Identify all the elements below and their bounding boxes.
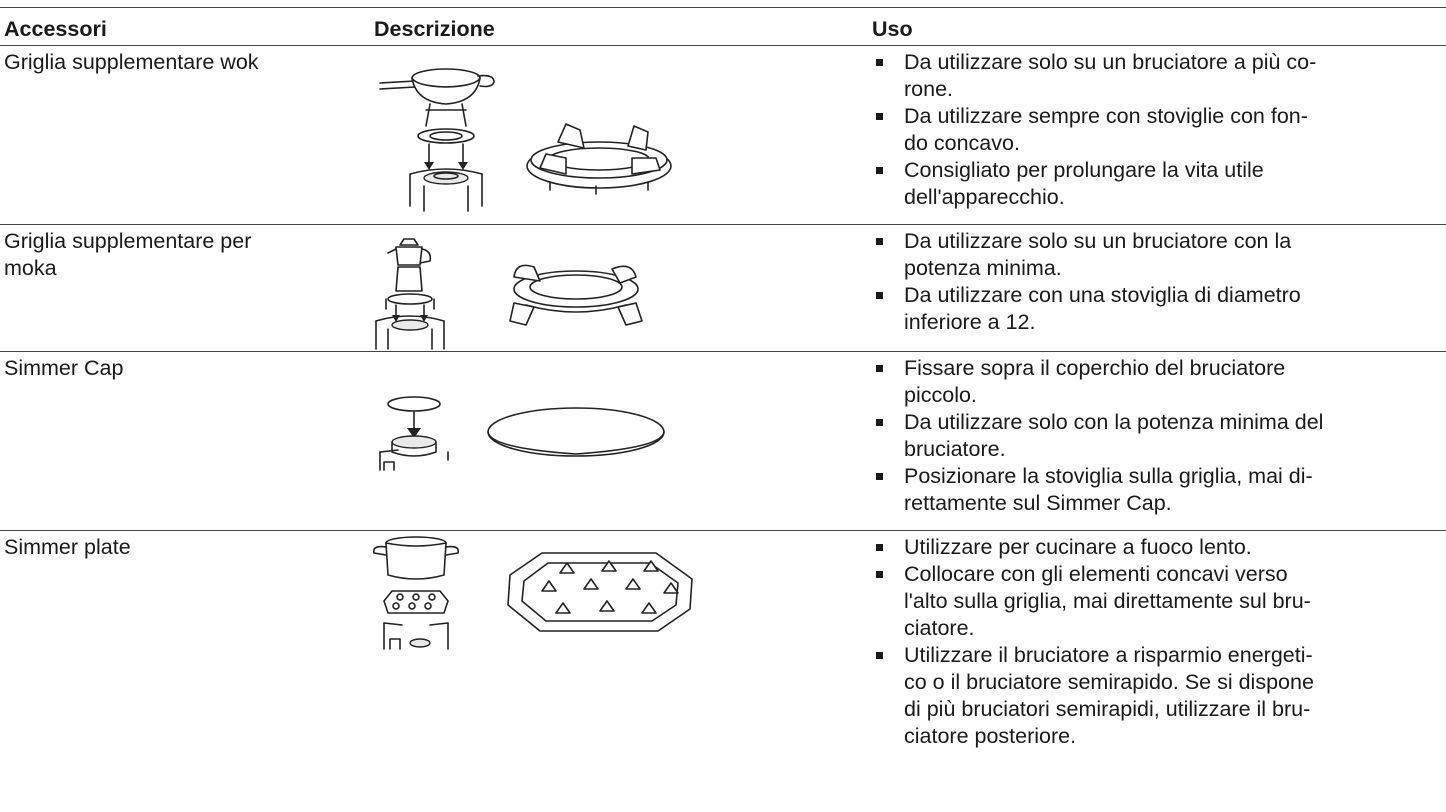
moka-ring-icon bbox=[375, 238, 643, 350]
list-item: Da utilizzare con una stoviglia di diame… bbox=[872, 282, 1446, 336]
accessory-name: Griglia supplementare wok bbox=[0, 45, 370, 225]
list-item: Posizionare la stoviglia sulla griglia, … bbox=[872, 463, 1446, 517]
accessory-name: Simmer plate bbox=[4, 535, 131, 559]
moka-ring-illustration bbox=[370, 224, 868, 352]
accessory-name: Simmer Cap bbox=[0, 351, 370, 531]
uses-list: Fissare sopra il coperchio del bruciator… bbox=[872, 355, 1446, 517]
list-item: Utilizzare per cucinare a fuoco lento. bbox=[872, 534, 1446, 561]
list-item: Consigliato per prolungare la vita utile… bbox=[872, 157, 1446, 211]
uses-list: Da utilizzare solo su un bruciatore con … bbox=[872, 228, 1446, 336]
table-row: Simmer Cap bbox=[0, 351, 1446, 531]
simmer-cap-illustration bbox=[370, 351, 868, 531]
header-uso: Uso bbox=[868, 7, 1446, 46]
list-item: Da utilizzare solo con la potenza minima… bbox=[872, 409, 1446, 463]
list-item: Collocare con gli elementi concavi verso… bbox=[872, 561, 1446, 642]
wok-ring-icon bbox=[379, 68, 672, 212]
list-item: Utilizzare il bruciatore a risparmio ene… bbox=[872, 642, 1446, 750]
list-item: Da utilizzare solo su un bruciatore a pi… bbox=[872, 49, 1446, 103]
list-item: Da utilizzare sempre con stoviglie con f… bbox=[872, 103, 1446, 157]
table-header-row: Accessori Descrizione Uso bbox=[0, 7, 1446, 46]
uses-cell: Da utilizzare solo su un bruciatore con … bbox=[868, 224, 1446, 352]
uses-cell: Da utilizzare solo su un bruciatore a pi… bbox=[868, 45, 1446, 225]
list-item: Fissare sopra il coperchio del bruciator… bbox=[872, 355, 1446, 409]
uses-cell: Fissare sopra il coperchio del bruciator… bbox=[868, 351, 1446, 531]
simmer-plate-illustration bbox=[370, 531, 868, 793]
accessory-name: Griglia supplementare per moka bbox=[0, 224, 370, 352]
uses-list: Da utilizzare solo su un bruciatore a pi… bbox=[872, 49, 1446, 211]
uses-list: Utilizzare per cucinare a fuoco lento. C… bbox=[872, 534, 1446, 750]
list-item: Da utilizzare solo su un bruciatore con … bbox=[872, 228, 1446, 282]
accessories-table: Accessori Descrizione Uso Griglia supple… bbox=[0, 7, 1446, 793]
header-accessori: Accessori bbox=[0, 7, 370, 46]
simmer-plate-icon bbox=[372, 536, 693, 650]
table-row: Griglia supplementare per moka bbox=[0, 224, 1446, 352]
uses-cell: Utilizzare per cucinare a fuoco lento. C… bbox=[868, 531, 1446, 793]
table-row: Simmer plate bbox=[0, 531, 1446, 793]
wok-ring-illustration bbox=[370, 45, 868, 225]
header-descrizione: Descrizione bbox=[370, 7, 868, 46]
table-row: Griglia supplementare wok bbox=[0, 45, 1446, 225]
simmer-cap-icon bbox=[379, 396, 665, 471]
